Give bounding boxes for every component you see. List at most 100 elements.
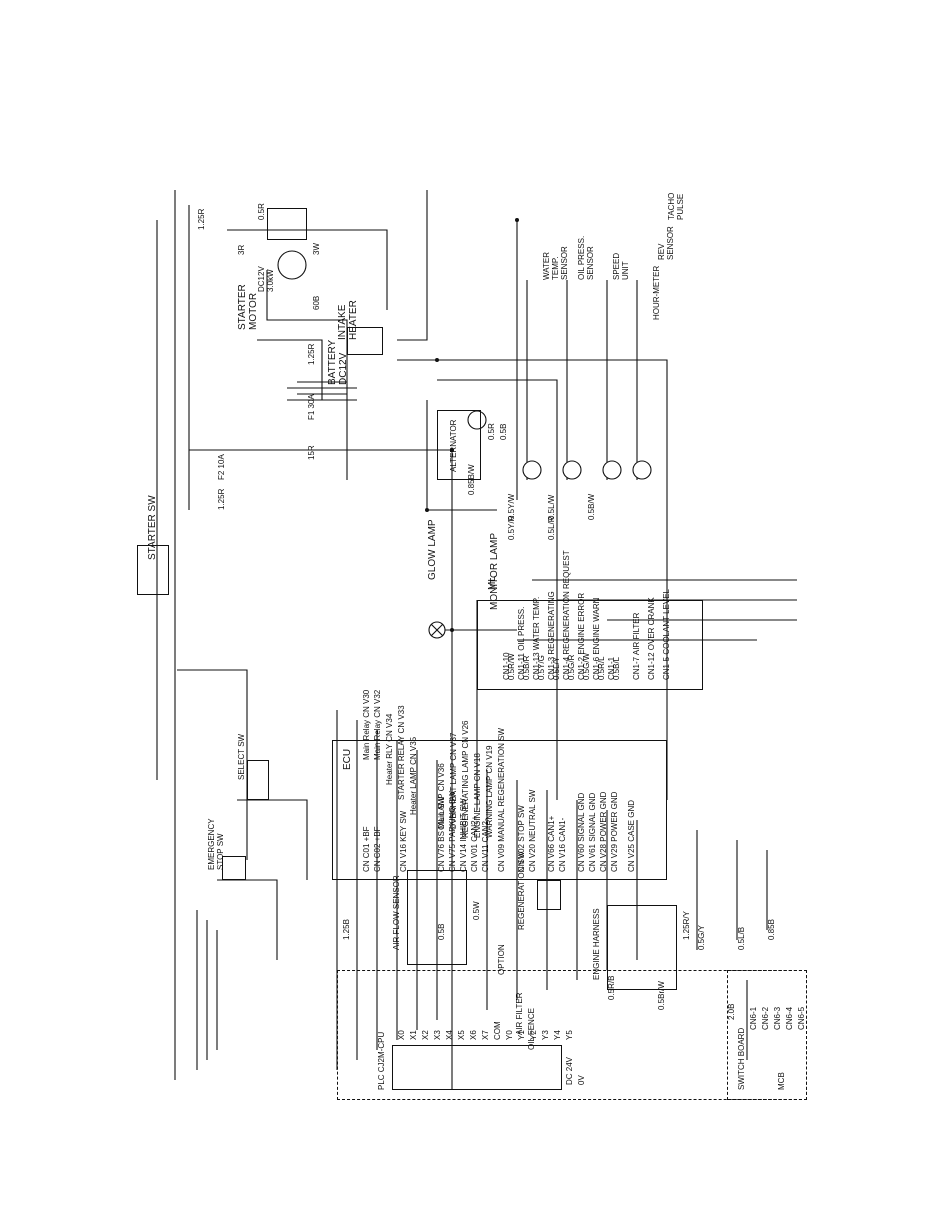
switch-board-item: CN6-5 bbox=[797, 1006, 806, 1030]
wire-label: 0.5L/B bbox=[737, 926, 746, 950]
ecu-pin: CN V01 CAN2+ bbox=[470, 815, 479, 872]
ecu-pin: CN C01 +BF bbox=[362, 826, 371, 872]
wire-label: 1.25R/Y bbox=[682, 911, 691, 940]
ecu-pin: CN V16 KEY SW bbox=[399, 810, 408, 872]
wire-mid-bus-2 bbox=[437, 379, 558, 800]
wire-select bbox=[237, 799, 308, 880]
wire-heater bbox=[257, 339, 323, 400]
plc-terminal: 0V bbox=[577, 1075, 586, 1085]
ecu-label: ECU bbox=[342, 748, 353, 770]
air-flow-sensor-label: AIR FLOW SENSOR bbox=[392, 875, 401, 950]
wire-label: 1.25R bbox=[197, 208, 206, 230]
heater-relay-box bbox=[347, 327, 383, 355]
plc-terminal: Y0 bbox=[505, 1030, 514, 1040]
plc-terminal: X3 bbox=[433, 1030, 442, 1040]
wire-label: 0.5B bbox=[437, 923, 446, 940]
wire-label: 0.5R/W bbox=[507, 653, 516, 680]
ecu-pin: STARTER RELAY CN V33 bbox=[397, 705, 406, 800]
plc-terminal: X6 bbox=[469, 1030, 478, 1040]
starter-sw-box[interactable] bbox=[137, 545, 169, 595]
plc-terminal: Y2 bbox=[529, 1030, 538, 1040]
ecu-pin: CN V61 SIGNAL GND bbox=[588, 792, 597, 872]
wire-label: 15R bbox=[307, 445, 316, 460]
wire-label: 2.0B bbox=[727, 1003, 736, 1020]
speed-unit-symbol bbox=[602, 460, 622, 480]
plc-terminal: X2 bbox=[421, 1030, 430, 1040]
wire-label: 0.5G/W bbox=[582, 652, 591, 680]
wire-label: 0.5R/L bbox=[597, 656, 606, 680]
wire-starter bbox=[227, 229, 388, 310]
ecu-pin: Heater LAMP CN V35 bbox=[409, 736, 418, 815]
ecu-pin: CN V75 PARKING SW bbox=[448, 791, 457, 872]
switch-board-item: CN6-2 bbox=[761, 1006, 770, 1030]
plc-terminal: Y4 bbox=[553, 1030, 562, 1040]
ecu-pin: CN V20 NEUTRAL SW bbox=[528, 789, 537, 872]
plc-terminal: X0 bbox=[397, 1030, 406, 1040]
ecu-pin: Heater RLY CN V34 bbox=[385, 713, 394, 785]
glow-lamp-label: GLOW LAMP bbox=[427, 519, 438, 580]
plc-terminal: Y5 bbox=[565, 1030, 574, 1040]
wire-label: 1.25R bbox=[307, 343, 316, 365]
select-sw-box[interactable] bbox=[247, 760, 269, 800]
ecu-pin: Main Relay CN V32 bbox=[373, 689, 382, 760]
junction-dot bbox=[450, 448, 454, 452]
select-sw-label: SELECT SW bbox=[237, 733, 246, 780]
wire-label: 0.5Y/R bbox=[507, 515, 516, 540]
ecu-pin: CN V66 CAN1+ bbox=[547, 815, 556, 872]
wire-label: 0.5B/W bbox=[587, 493, 596, 520]
plc-terminal: X7 bbox=[481, 1030, 490, 1040]
switch-board-item: CN6-1 bbox=[749, 1006, 758, 1030]
wire-label: 1.25B bbox=[342, 919, 351, 940]
oil-press-sensor-symbol bbox=[562, 460, 582, 480]
alternator-lamp-symbol bbox=[467, 410, 487, 430]
wire-label: 0.5G/R bbox=[567, 654, 576, 680]
switch-board-item: CN6-4 bbox=[785, 1006, 794, 1030]
wire-label: 0.5R bbox=[487, 423, 496, 440]
wire-label: 1.25R bbox=[217, 488, 226, 510]
ecu-pin: CN V28 POWER GND bbox=[599, 791, 608, 872]
ecu-pin: CN V76 BS Main SW bbox=[437, 796, 446, 872]
hour-meter-symbol bbox=[632, 460, 652, 480]
ecu-pin: CN V60 SIGNAL GND bbox=[577, 792, 586, 872]
wire-label: 3R bbox=[237, 244, 246, 255]
wire-label: 0.5B/L bbox=[612, 656, 621, 680]
switch-board-item: CN6-3 bbox=[773, 1006, 782, 1030]
ecu-pin: Main Relay CN V30 bbox=[362, 689, 371, 760]
junction-dot bbox=[435, 358, 439, 362]
ecu-pin: CN V29 POWER GND bbox=[610, 791, 619, 872]
junction-dot bbox=[515, 218, 519, 222]
wire-label: F1 30A bbox=[307, 394, 316, 420]
ecu-pin: CN C02 +BF bbox=[373, 826, 382, 872]
plc-terminal: Y3 bbox=[541, 1030, 550, 1040]
plc-terminal: COM bbox=[493, 1021, 502, 1040]
regeneration-sw-box[interactable] bbox=[537, 880, 561, 910]
wire-label: 60B bbox=[312, 295, 321, 310]
wire-left-bus bbox=[397, 190, 428, 341]
wire-label: 0.5R/B bbox=[607, 975, 616, 1000]
plc-terminal: X5 bbox=[457, 1030, 466, 1040]
wire-label: F2 10A bbox=[217, 454, 226, 480]
monitor-lamp-item: CN1-7 AIR FILTER bbox=[632, 612, 641, 680]
monitor-lamp-title: MONITOR LAMP bbox=[489, 532, 500, 610]
ecu-pin: CN V16 CAN1- bbox=[558, 817, 567, 872]
wire-label: 0.5L/Y bbox=[552, 656, 561, 680]
plc-terminal: X4 bbox=[445, 1030, 454, 1040]
emergency-stop-box[interactable] bbox=[222, 856, 246, 880]
wire-label: 0.85B/W bbox=[467, 464, 476, 495]
ecu-pin: CN V09 MANUAL REGENERATION SW bbox=[497, 727, 506, 872]
wire-label: 0.85B bbox=[767, 919, 776, 940]
ecu-pin: CN V14 INHIBIT SW bbox=[459, 798, 468, 872]
hour-meter-label: HOUR-METER bbox=[652, 265, 661, 320]
switch-board-item: MCB bbox=[777, 1072, 786, 1090]
plc-label: PLC CJ2M-CPU bbox=[377, 1031, 386, 1090]
wire-emergency bbox=[217, 879, 278, 960]
wire-starter-sw bbox=[177, 669, 248, 860]
monitor-lamp-item: CN1-5 COOLANT LEVEL bbox=[662, 589, 671, 680]
